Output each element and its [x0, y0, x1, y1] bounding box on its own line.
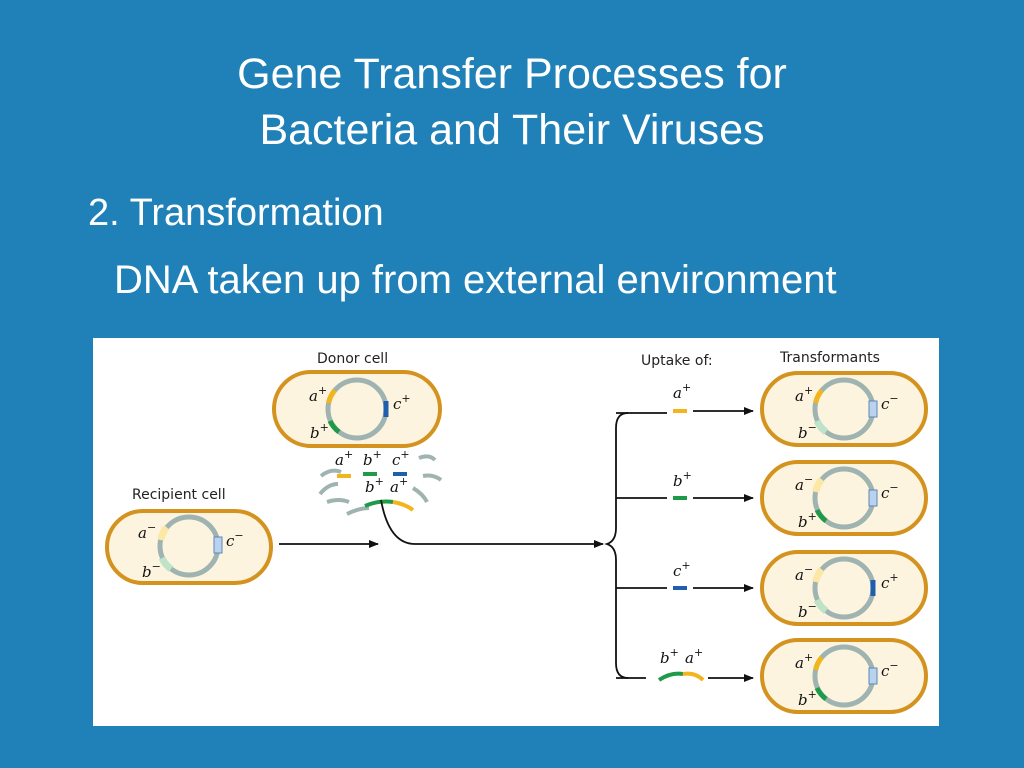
svg-text:c+: c+ — [393, 392, 411, 413]
svg-text:a+: a+ — [795, 651, 813, 672]
svg-text:a+: a+ — [335, 448, 353, 469]
svg-text:b+: b+ — [310, 421, 329, 442]
transformant-cell-c-plus: a− c+ b− — [760, 550, 928, 626]
svg-text:a−: a− — [795, 563, 813, 584]
svg-text:b−: b− — [798, 421, 817, 442]
title-line-2: Bacteria and Their Viruses — [259, 106, 765, 154]
recipient-gene-b-minus — [158, 556, 174, 572]
svg-text:c+: c+ — [881, 571, 899, 592]
svg-text:a+: a+ — [685, 646, 703, 667]
svg-text:a+: a+ — [390, 475, 408, 496]
recipient-cell: a− c− b− — [105, 509, 273, 585]
slide-title: Gene Transfer Processes for Bacteria and… — [0, 46, 1024, 158]
donor-cell: a+ c+ b+ — [272, 370, 442, 448]
svg-text:c−: c− — [881, 481, 899, 502]
title-line-1: Gene Transfer Processes for — [237, 50, 787, 98]
svg-text:b+: b+ — [363, 448, 382, 469]
svg-text:b+: b+ — [660, 646, 679, 667]
svg-text:c−: c− — [881, 392, 899, 413]
donor-dna-fragments: a+ b+ c+ b+ a+ — [318, 448, 443, 516]
svg-text:b+: b+ — [365, 475, 384, 496]
donor-gene-a-plus — [326, 388, 337, 404]
svg-text:a+: a+ — [795, 384, 813, 405]
svg-text:a+: a+ — [309, 384, 327, 405]
donor-gene-b-plus — [327, 419, 341, 435]
svg-text:a−: a− — [795, 473, 813, 494]
svg-text:b−: b− — [142, 560, 161, 581]
svg-text:c−: c− — [881, 659, 899, 680]
donor-cell-label: Donor cell — [317, 351, 388, 367]
sub-bullet-dna-uptake: DNA taken up from external environment — [114, 258, 837, 302]
svg-text:a+: a+ — [673, 381, 691, 402]
svg-text:b−: b− — [798, 600, 817, 621]
svg-text:a−: a− — [138, 521, 156, 542]
transformant-cell-a-plus-b-plus: a+ c− b+ — [760, 638, 928, 714]
uptake-label: Uptake of: — [641, 353, 713, 369]
recipient-cell-label: Recipient cell — [132, 487, 226, 503]
svg-text:b+: b+ — [798, 510, 817, 531]
uptake-c-plus: c+ — [673, 559, 691, 590]
svg-text:b+: b+ — [673, 469, 692, 490]
uptake-b-plus-a-plus: b+ a+ — [657, 646, 705, 682]
recipient-gene-a-minus — [157, 525, 170, 541]
flow-arrows — [279, 407, 754, 682]
svg-text:c+: c+ — [673, 559, 691, 580]
svg-text:b+: b+ — [798, 688, 817, 709]
recipient-gene-c-minus — [213, 536, 223, 554]
bullet-transformation: 2. Transformation — [88, 192, 384, 234]
uptake-b-plus: b+ — [673, 469, 692, 500]
transformation-diagram: Donor cell Recipient cell Uptake of: Tra… — [93, 338, 939, 726]
uptake-a-plus: a+ — [673, 381, 691, 413]
svg-text:c+: c+ — [392, 448, 410, 469]
transformants-label: Transformants — [779, 350, 880, 366]
svg-text:c−: c− — [226, 529, 244, 550]
transformant-cell-a-plus: a+ c− b− — [760, 371, 928, 447]
transformant-cell-b-plus: a− c− b+ — [760, 460, 928, 536]
